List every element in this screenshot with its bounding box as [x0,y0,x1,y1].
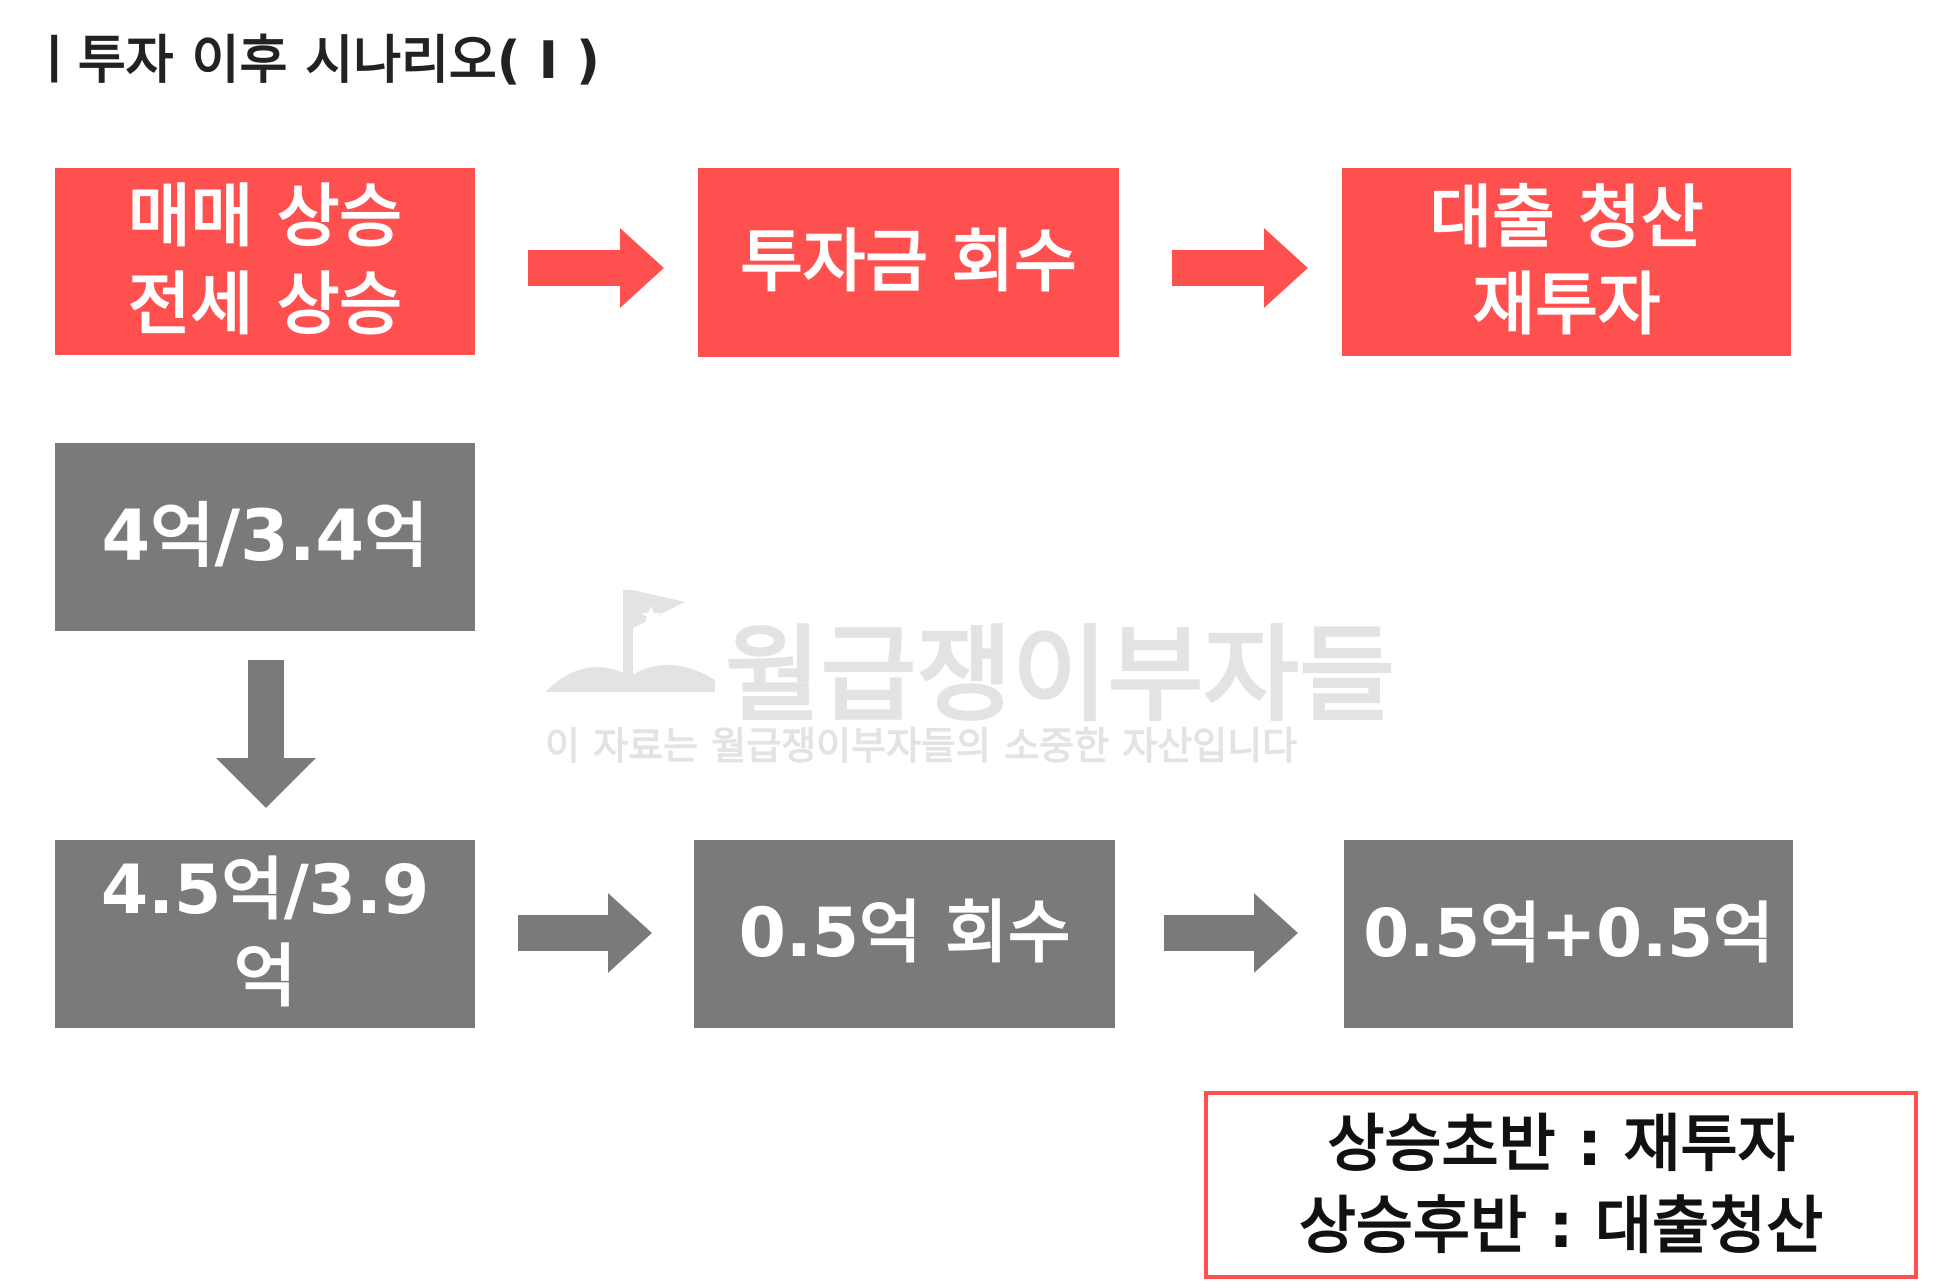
watermark-subtitle: 이 자료는 월급쟁이부자들의 소중한 자산입니다 [545,724,1298,768]
box-recover-investment-label: 투자금 회수 [740,222,1077,302]
box-loan-payoff-reinvest: 대출 청산 재투자 [1342,168,1791,356]
box-recover-0-5-label: 0.5억 회수 [738,894,1071,974]
box-price-4-3-4-label: 4억/3.4억 [101,495,429,578]
arrow-right-icon [518,893,652,973]
arrow-right-icon [1164,893,1298,973]
watermark-title: 월급쟁이부자들 [725,614,1395,736]
arrow-right-icon [528,228,664,308]
box-0-5-plus-0-5-label: 0.5억+0.5억 [1363,894,1774,972]
box-recover-0-5: 0.5억 회수 [694,840,1115,1028]
box-price-4-5-3-9: 4.5억/3.9 억 [55,840,475,1028]
box-price-4-3-4: 4억/3.4억 [55,443,475,631]
flag-logo-icon [545,590,715,692]
box-price-rise: 매매 상승 전세 상승 [55,168,475,355]
note-line-late: 상승후반 : 대출청산 [1298,1189,1824,1262]
arrow-right-icon [1172,228,1308,308]
box-price-4-5-3-9-label: 4.5억/3.9 억 [100,850,430,1017]
note-line-early: 상승초반 : 재투자 [1327,1106,1795,1180]
page-title: ㅣ투자 이후 시나리오( Ⅰ ) [30,31,600,91]
summary-note: 상승초반 : 재투자 상승후반 : 대출청산 [1204,1091,1918,1279]
box-recover-investment: 투자금 회수 [698,168,1119,357]
box-loan-payoff-reinvest-label: 대출 청산 재투자 [1429,178,1704,345]
box-price-rise-label: 매매 상승 전세 상승 [128,178,402,345]
watermark: 월급쟁이부자들 이 자료는 월급쟁이부자들의 소중한 자산입니다 [545,580,1395,770]
box-0-5-plus-0-5: 0.5억+0.5억 [1344,840,1793,1028]
arrow-down-icon [216,660,316,808]
